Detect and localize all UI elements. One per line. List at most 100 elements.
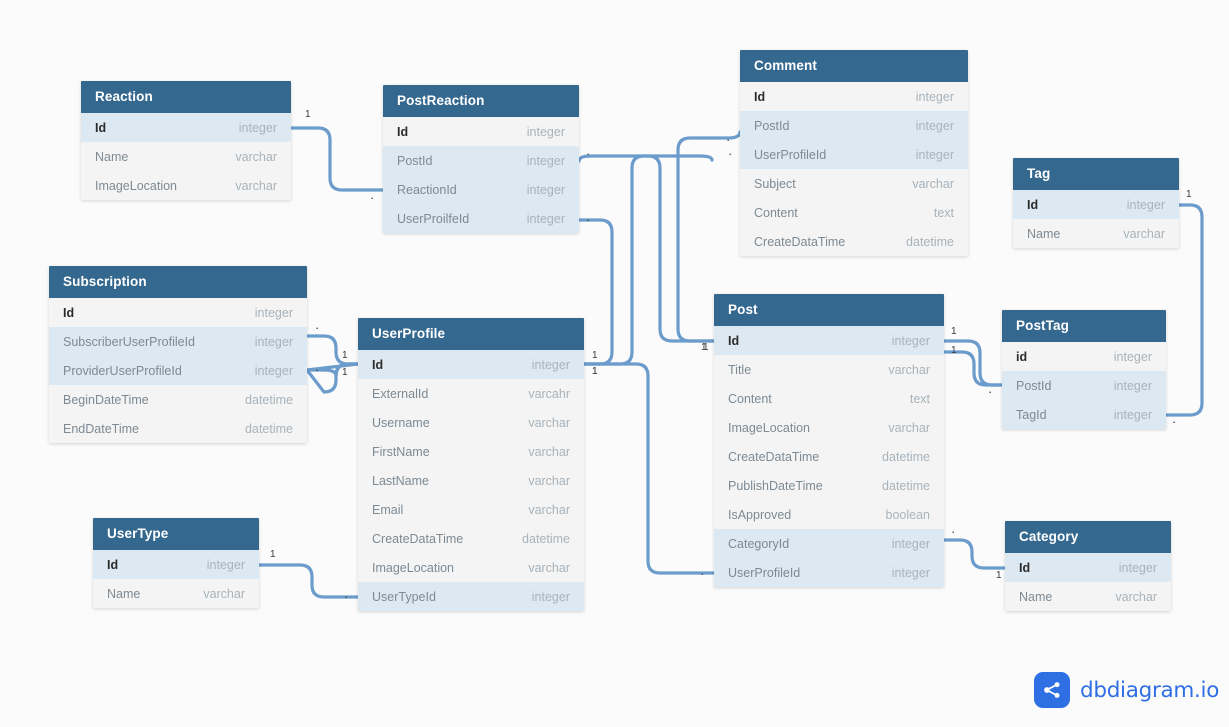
field-name: Name [95,149,129,164]
table-header-userprofile[interactable]: UserProfile [358,318,584,350]
share-network-icon [1034,672,1070,708]
field-name: BeginDateTime [63,392,149,407]
field-row[interactable]: TagId integer [1002,400,1166,429]
field-name: Subject [754,176,796,191]
relationship-userprofile-to-subscription-provider2[interactable] [305,362,360,378]
field-type: integer [891,333,930,348]
field-type: varchar [528,502,570,517]
field-row[interactable]: CreateDataTime datetime [714,442,944,471]
field-type: datetime [882,449,930,464]
relationship-post-to-posttag[interactable] [942,339,1004,387]
cardinality-label: 1 [951,326,957,337]
field-name: Id [107,557,119,572]
table-header-subscription[interactable]: Subscription [49,266,307,298]
relationship-usertype-to-userprofile[interactable] [257,563,360,599]
table-header-usertype[interactable]: UserType [93,518,259,550]
field-type: integer [1113,407,1152,422]
table-header-posttag[interactable]: PostTag [1002,310,1166,342]
field-name: UserProfileId [754,147,827,162]
table-header-postreaction[interactable]: PostReaction [383,85,579,117]
field-name: PublishDateTime [728,478,823,493]
field-name: CreateDataTime [728,449,820,464]
relationship-userprofile-to-subscription-subscriber[interactable] [305,334,360,366]
relationship-userprofile-to-post[interactable] [582,362,716,575]
relationship-post-to-posttag2[interactable] [942,350,1004,387]
table-header-category[interactable]: Category [1005,521,1171,553]
cardinality-label: 1 [996,570,1002,581]
cardinality-label: · [315,362,319,377]
field-type: boolean [885,507,931,522]
table-header-tag[interactable]: Tag [1013,158,1179,190]
table-header-post[interactable]: Post [714,294,944,326]
relationship-userprofile-to-subscription-provider[interactable] [305,362,360,394]
cardinality-label: · [700,566,704,581]
table-header-reaction[interactable]: Reaction [81,81,291,113]
field-type: integer [1126,197,1165,212]
relationship-userprofile-to-comment[interactable] [582,154,714,366]
field-name: Name [1019,589,1053,604]
relationship-post-to-postreaction[interactable] [577,154,716,343]
field-name: CategoryId [728,536,790,551]
relationship-reaction-to-postreaction[interactable] [289,126,385,192]
field-name: PostId [754,118,790,133]
field-name: TagId [1016,407,1047,422]
relationship-category-to-post[interactable] [942,538,1007,570]
table-header-comment[interactable]: Comment [740,50,968,82]
cardinality-label: · [586,146,590,161]
